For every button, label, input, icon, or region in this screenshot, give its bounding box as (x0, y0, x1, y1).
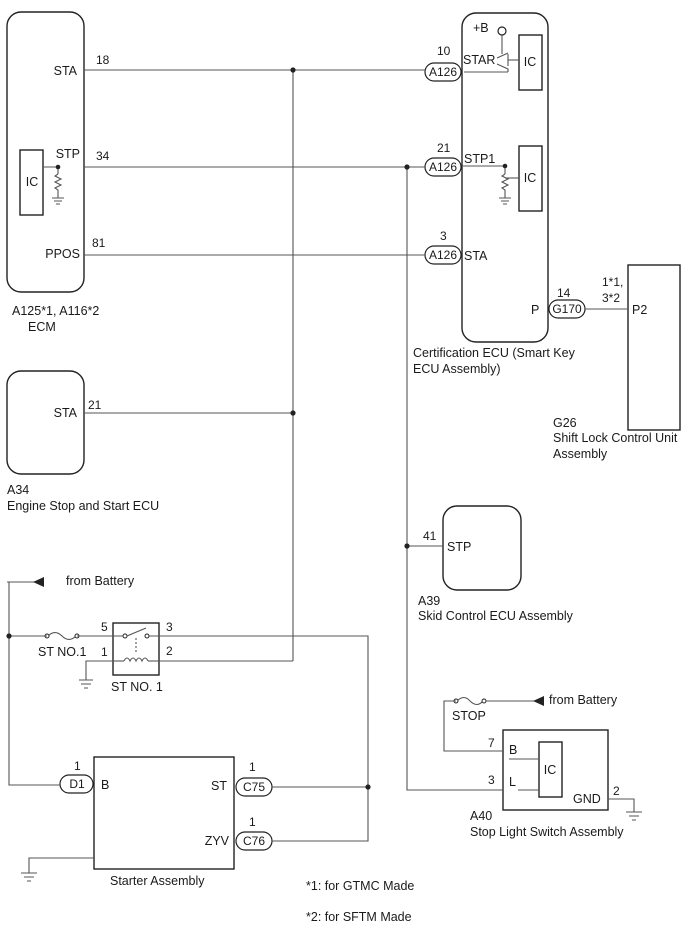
stop-pin-gnd: GND (573, 792, 601, 806)
stop-pin-l: L (509, 775, 516, 789)
ecm-block: IC STA STP PPOS A125*1, A116*2 ECM 18 34… (6, 11, 110, 334)
connector-c76: C76 (235, 831, 273, 851)
connector-g170: G170 (548, 299, 586, 319)
footnotes: *1: for GTMC Made *2: for SFTM Made (306, 879, 414, 924)
ecm-pin-ppos-no: 81 (92, 236, 106, 250)
stop-fuse: STOP (452, 696, 487, 723)
svg-text:A126: A126 (429, 65, 457, 79)
stop-light-switch-block: IC B L GND 7 3 2 A40 Stop Light Switch A… (470, 729, 624, 839)
ecm-pin-ppos: PPOS (45, 247, 80, 261)
stop-pin-b-no: 7 (488, 736, 495, 750)
svg-text:A126: A126 (429, 160, 457, 174)
starter-assembly-block: B ST ZYV Starter Assembly 1 1 1 (74, 756, 256, 888)
stop-from-battery: from Battery (549, 693, 618, 707)
svg-text:D1: D1 (69, 777, 85, 791)
shift-lock-name-line2: Assembly (553, 447, 608, 461)
relay-from-battery: from Battery (66, 574, 135, 588)
eng-stop-pin-no: 21 (88, 398, 102, 412)
junctions (6, 67, 410, 790)
ecm-pin-stp: STP (56, 147, 80, 161)
starter-pin-b-no: 1 (74, 759, 81, 773)
cert-ic-label-top: IC (524, 55, 537, 69)
cert-pin-star: STAR (463, 53, 495, 67)
skid-control-ecu-block: STP 41 A39 Skid Control ECU Assembly (418, 505, 574, 623)
shift-lock-pin-note2: 3*2 (602, 291, 620, 305)
relay-name: ST NO. 1 (111, 680, 163, 694)
starter-pin-b: B (101, 778, 109, 792)
stop-code: A40 (470, 809, 492, 823)
battery-feed-2: from Battery (486, 693, 618, 707)
connector-a126-star: A126 (424, 62, 462, 82)
connector-a126-stp1: A126 (424, 157, 462, 177)
cert-pin-sta: STA (464, 249, 488, 263)
relay-pin2: 2 (166, 644, 173, 658)
stop-pin-b: B (509, 743, 517, 757)
note-sftm: *2: for SFTM Made (306, 910, 412, 924)
connector-c75: C75 (235, 777, 273, 797)
ecm-pin-stp-no: 34 (96, 149, 110, 163)
skid-pin: STP (447, 540, 471, 554)
st-no1-relay: 5 3 1 2 ST NO. 1 (101, 620, 173, 694)
cert-name-line1: Certification ECU (Smart Key (413, 346, 576, 360)
ecm-pin-sta: STA (54, 64, 78, 78)
shift-lock-code: G26 (553, 416, 577, 430)
stop-pin-l-no: 3 (488, 773, 495, 787)
cert-pin-p: P (531, 303, 539, 317)
svg-text:A126: A126 (429, 248, 457, 262)
starter-pin-zyv-no: 1 (249, 815, 256, 829)
relay-fuse-label: ST NO.1 (38, 645, 86, 659)
eng-stop-name: Engine Stop and Start ECU (7, 499, 159, 513)
cert-pin-p-no: 14 (557, 286, 571, 300)
stop-fuse-label: STOP (452, 709, 486, 723)
cert-name-line2: ECU Assembly) (413, 362, 501, 376)
connector-d1: D1 (59, 774, 94, 794)
starter-pin-st-no: 1 (249, 760, 256, 774)
svg-text:G170: G170 (552, 302, 582, 316)
ecm-name: ECM (28, 320, 56, 334)
svg-text:C76: C76 (243, 834, 265, 848)
cert-pin-sta-no: 3 (440, 229, 447, 243)
relay-pin3: 3 (166, 620, 173, 634)
relay-pin5: 5 (101, 620, 108, 634)
eng-stop-code: A34 (7, 483, 29, 497)
starter-pin-st: ST (211, 779, 227, 793)
shift-lock-name-line1: Shift Lock Control Unit (553, 431, 678, 445)
shift-lock-pin: P2 (632, 303, 647, 317)
starter-pin-zyv: ZYV (205, 834, 230, 848)
connector-a126-sta: A126 (424, 245, 462, 265)
cert-pin-stp1: STP1 (464, 152, 495, 166)
ecm-ic-label: IC (26, 175, 39, 189)
shift-lock-block: P2 1*1, 3*2 G26 Shift Lock Control Unit … (553, 264, 681, 461)
relay-pin1: 1 (101, 645, 108, 659)
cert-plus-b: +B (473, 21, 489, 35)
stop-name: Stop Light Switch Assembly (470, 825, 624, 839)
ecm-pin-sta-no: 18 (96, 53, 110, 67)
st-no1-fuse: ST NO.1 (38, 631, 86, 659)
note-gtmc: *1: for GTMC Made (306, 879, 414, 893)
stop-pin-gnd-no: 2 (613, 784, 620, 798)
shift-lock-pin-note1: 1*1, (602, 275, 623, 289)
cert-ic-label-bottom: IC (524, 171, 537, 185)
ecm-codes: A125*1, A116*2 (12, 304, 99, 318)
eng-stop-pin: STA (54, 406, 78, 420)
engine-stop-start-ecu-block: STA 21 A34 Engine Stop and Start ECU (6, 370, 159, 513)
skid-code: A39 (418, 594, 440, 608)
wires (8, 69, 642, 882)
starter-name: Starter Assembly (110, 874, 205, 888)
cert-pin-stp1-no: 21 (437, 141, 451, 155)
battery-feed-1: from Battery (7, 574, 135, 588)
skid-name: Skid Control ECU Assembly (418, 609, 574, 623)
svg-text:C75: C75 (243, 780, 265, 794)
cert-pin-star-no: 10 (437, 44, 451, 58)
certification-ecu-block: IC IC +B STAR STP1 STA P Certification E… (413, 12, 576, 376)
stop-ic-label: IC (544, 763, 557, 777)
skid-pin-no: 41 (423, 529, 437, 543)
